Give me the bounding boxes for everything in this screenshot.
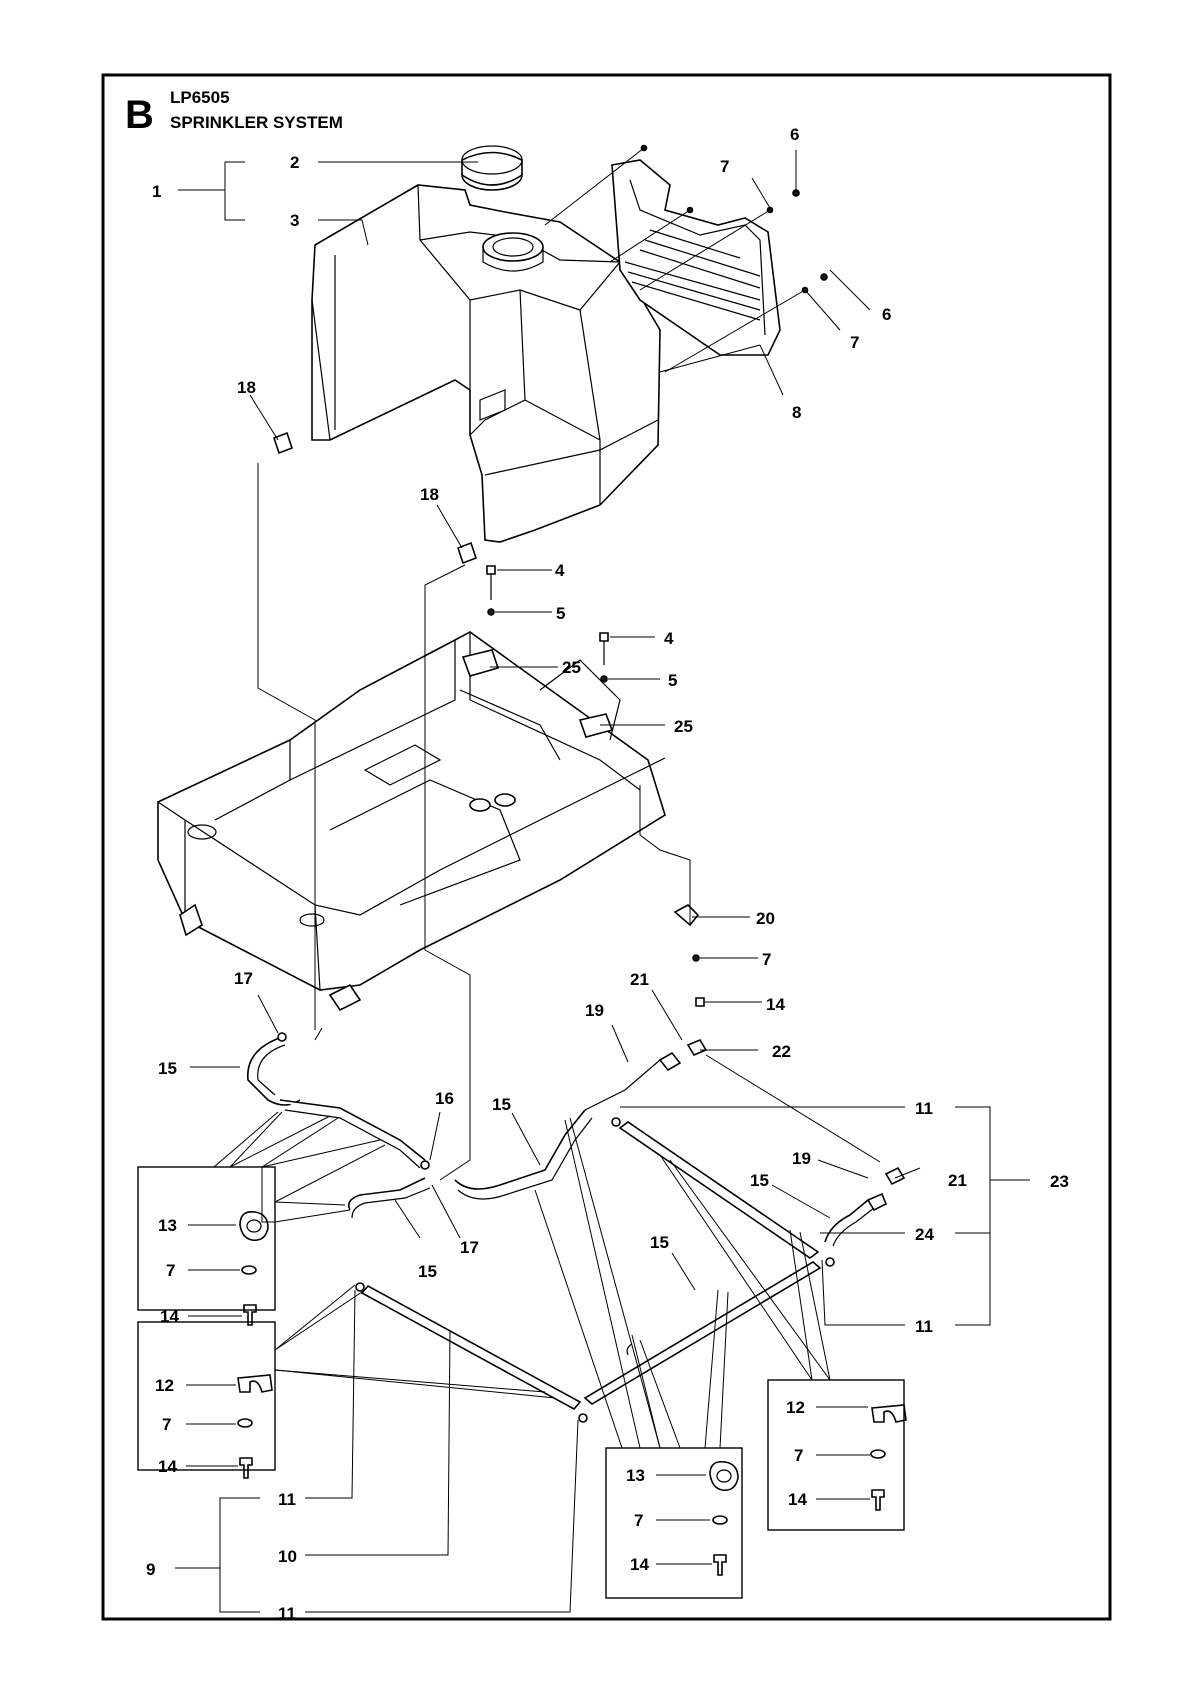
callout-19b: 19: [792, 1149, 811, 1168]
hose-middle-drawing: [454, 1038, 708, 1200]
part-box-b: 12 7 14: [137, 1321, 276, 1476]
callout-21b: 21: [948, 1171, 967, 1190]
box-d-parts: [870, 1404, 907, 1511]
box-d-label-2: 7: [794, 1446, 803, 1465]
grille-bracket-drawing: [611, 159, 781, 356]
callout-7b: 7: [850, 333, 859, 352]
callout-18a: 18: [237, 378, 256, 397]
callout-5b: 5: [668, 671, 677, 690]
bolts-4-5-drawing: [486, 565, 609, 683]
callout-6b: 6: [882, 305, 891, 324]
callout-4b: 4: [664, 629, 674, 648]
bracket-25-drawing: [461, 649, 614, 738]
box-b-label-1: 12: [155, 1376, 174, 1395]
part-box-d: 12 7 14: [767, 1379, 905, 1531]
box-b-label-2: 7: [162, 1415, 171, 1434]
callout-10: 10: [278, 1547, 297, 1566]
callout-17b: 17: [460, 1238, 479, 1257]
box-b-parts: [237, 1374, 273, 1479]
part-box-a: 13 7 14: [137, 1166, 276, 1326]
callout-5a: 5: [556, 604, 565, 623]
callout-11c: 11: [278, 1490, 296, 1509]
pipe-lower-right-drawing: [583, 1261, 822, 1405]
callout-24: 24: [915, 1225, 934, 1244]
callout-20: 20: [756, 909, 775, 928]
callout-8: 8: [792, 403, 801, 422]
callout-18b: 18: [420, 485, 439, 504]
fitting-18-drawing: [272, 431, 478, 565]
callout-7a: 7: [720, 157, 729, 176]
callout-9: 9: [146, 1560, 155, 1579]
callout-25a: 25: [562, 658, 581, 677]
box-d-label-3: 14: [788, 1490, 807, 1509]
callout-22: 22: [772, 1042, 791, 1061]
callout-15c: 15: [492, 1095, 511, 1114]
model-number: LP6505: [170, 88, 230, 107]
callout-19a: 19: [585, 1001, 604, 1020]
box-d-label-1: 12: [786, 1398, 805, 1417]
callout-11d: 11: [278, 1604, 296, 1623]
callout-7c: 7: [762, 950, 771, 969]
hose-left-drawing: [247, 1032, 431, 1219]
section-letter: B: [125, 93, 154, 137]
part-box-c: 13 7 14: [605, 1447, 743, 1599]
callout-15b: 15: [418, 1262, 437, 1281]
callout-11a: 11: [915, 1099, 933, 1118]
tank-cap-drawing: [461, 145, 523, 191]
box-a-label-3: 14: [160, 1307, 179, 1326]
callout-6a: 6: [790, 125, 799, 144]
box-c-label-3: 14: [630, 1555, 649, 1574]
page-frame: [101, 73, 1112, 1621]
callout-15d: 15: [750, 1171, 769, 1190]
callout-3: 3: [290, 211, 299, 230]
water-tank-drawing: [311, 184, 661, 543]
callout-1: 1: [152, 182, 161, 201]
callout-15a: 15: [158, 1059, 177, 1078]
box-a-parts: [239, 1210, 269, 1326]
callout-14a: 14: [766, 995, 785, 1014]
chassis-drawing: [157, 631, 666, 1012]
box-c-label-1: 13: [626, 1466, 645, 1485]
box-c-label-2: 7: [634, 1511, 643, 1530]
callout-15e: 15: [650, 1233, 669, 1252]
callout-2: 2: [290, 153, 299, 172]
callout-16: 16: [435, 1089, 454, 1108]
clip-20-drawing: [673, 904, 705, 1007]
callout-21a: 21: [630, 970, 649, 989]
box-c-parts: [709, 1460, 739, 1576]
callout-11b: 11: [915, 1317, 933, 1336]
box-a-label-2: 7: [166, 1261, 175, 1280]
pipe-10-drawing: [355, 1282, 588, 1423]
leader-lines: [175, 147, 1030, 1613]
box-a-label-1: 13: [158, 1216, 177, 1235]
callout-17a: 17: [234, 969, 253, 988]
callout-25b: 25: [674, 717, 693, 736]
pipe-23-drawing: [611, 1117, 906, 1267]
box-b-label-3: 14: [158, 1457, 177, 1476]
callout-23: 23: [1050, 1172, 1069, 1191]
diagram-title: SPRINKLER SYSTEM: [170, 113, 343, 132]
callout-4a: 4: [555, 561, 565, 580]
callout-numbers: 1 2 3 6 7 6 7 8 18 18 4 5 25 4 5 25 20 7…: [146, 125, 1069, 1623]
